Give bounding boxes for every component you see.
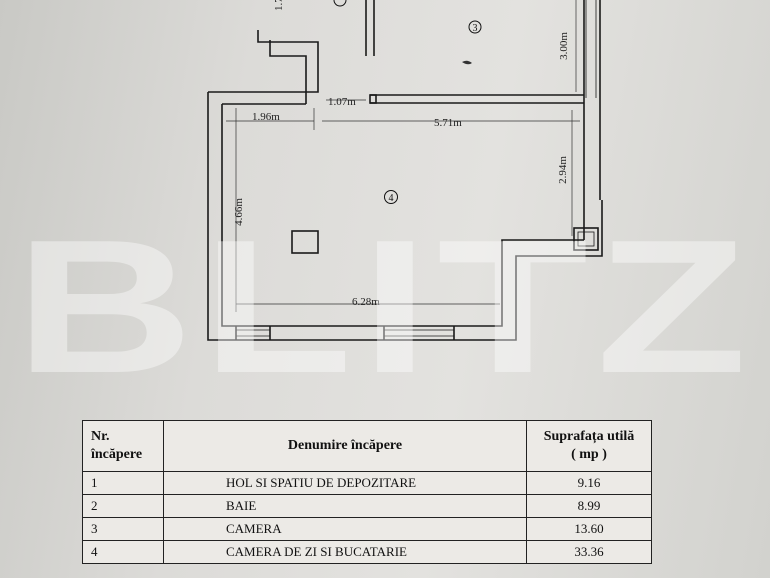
inner-wall xyxy=(221,104,584,327)
room-area-table: Nr. încăpere Denumire încăpere Suprafața… xyxy=(82,420,652,564)
dim-bottom-width: 6.28m xyxy=(352,296,380,308)
table-header-row: Nr. încăpere Denumire încăpere Suprafața… xyxy=(82,420,652,472)
dim-left-width: 1.96m xyxy=(252,111,280,123)
row-name: CAMERA DE ZI SI BUCATARIE xyxy=(163,540,527,564)
room-marker-3 xyxy=(468,20,482,34)
row-area: 9.16 xyxy=(526,471,652,495)
dimension-labels: 1.7 3.00m 1.07m 1.96m 5.71m 2.94m 4.66m … xyxy=(233,0,570,308)
partition-stub xyxy=(369,94,377,104)
row-area: 13.60 xyxy=(526,517,652,541)
room-marker-4 xyxy=(384,190,398,204)
dim-main-width: 5.71m xyxy=(434,117,462,129)
floor-plan-drawing: 1.7 3.00m 1.07m 1.96m 5.71m 2.94m 4.66m … xyxy=(15,0,755,413)
table-row: 1 HOL SI SPATIU DE DEPOZITARE 9.16 xyxy=(82,471,652,495)
room-number-3: 3 xyxy=(473,23,478,34)
dimension-lines xyxy=(226,0,580,312)
dim-room3-height: 3.00m xyxy=(558,32,570,60)
row-area: 33.36 xyxy=(526,540,652,564)
dim-corridor-width: 1.07m xyxy=(328,96,356,108)
room-marker-top-cut xyxy=(333,0,347,7)
table-row: 4 CAMERA DE ZI SI BUCATARIE 33.36 xyxy=(82,540,652,564)
corner-column-inner xyxy=(577,231,595,247)
header-room-name: Denumire încăpere xyxy=(163,420,527,472)
room-number-4: 4 xyxy=(389,193,394,204)
row-name: HOL SI SPATIU DE DEPOZITARE xyxy=(163,471,527,495)
dim-left-height: 4.66m xyxy=(233,198,245,226)
floor-square xyxy=(291,230,319,254)
upper-wall-outer xyxy=(208,30,319,93)
walls xyxy=(207,0,603,341)
room-markers: 3 4 xyxy=(333,0,482,204)
header-area: Suprafața utilă ( mp ) xyxy=(526,420,652,472)
row-area: 8.99 xyxy=(526,494,652,518)
dim-top-cut: 1.7 xyxy=(273,0,285,11)
watermark-logo: BLITZ xyxy=(15,201,755,413)
window-jambs xyxy=(235,326,455,340)
row-nr: 1 xyxy=(82,471,164,495)
corner-column xyxy=(573,227,599,251)
row-nr: 3 xyxy=(82,517,164,541)
row-name: CAMERA xyxy=(163,517,527,541)
row-nr: 4 xyxy=(82,540,164,564)
row-nr: 2 xyxy=(82,494,164,518)
dim-right-height: 2.94m xyxy=(557,156,569,184)
row-name: BAIE xyxy=(163,494,527,518)
window-glazing xyxy=(236,329,454,337)
header-nr: Nr. încăpere xyxy=(82,420,164,472)
table-row: 3 CAMERA 13.60 xyxy=(82,517,652,541)
outer-wall xyxy=(207,92,603,341)
ink-mark xyxy=(462,60,472,65)
upper-pocket-wall xyxy=(269,40,307,104)
table-row: 2 BAIE 8.99 xyxy=(82,494,652,518)
